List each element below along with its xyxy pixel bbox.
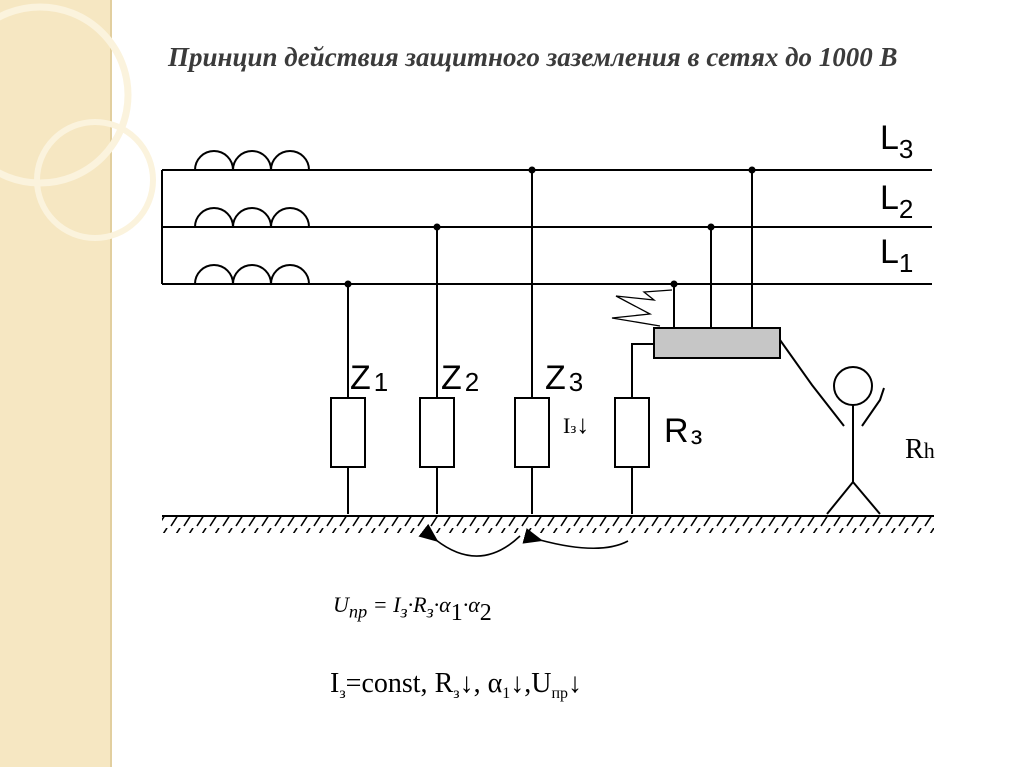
- winding-coil-l1: [194, 264, 310, 285]
- slide-title: Принцип действия защитного заземления в …: [168, 42, 898, 72]
- person-leg-left: [826, 481, 854, 515]
- person-arm-right: [861, 387, 885, 427]
- winding-coil-l3: [194, 150, 310, 171]
- z2-resistor: [419, 397, 455, 468]
- label-l3: L3: [880, 119, 913, 164]
- label-l1: L1: [880, 233, 913, 278]
- label-l2: L2: [880, 179, 913, 224]
- z1-junction-dot: [344, 280, 352, 288]
- z2-junction-dot: [433, 223, 441, 231]
- insulation-fault-spark: [611, 289, 673, 327]
- side-decoration-line: [110, 0, 112, 767]
- earthing-conductor: [631, 343, 654, 398]
- person-head: [833, 366, 873, 406]
- label-r-human: Rh: [905, 434, 935, 465]
- ground-current-arrow-short: [522, 528, 629, 550]
- z1-resistor: [330, 397, 366, 468]
- formula-touch-voltage: Uпр = Iз·Rз·α1·α2: [333, 592, 492, 626]
- enclosure-junction-l2: [707, 223, 715, 231]
- winding-coil-l2: [194, 207, 310, 228]
- z3-junction-dot: [528, 166, 536, 174]
- ground-current-arrow-long: [418, 523, 521, 557]
- enclosure-junction-l3: [748, 166, 756, 174]
- formula-conditions: Iз=const, Rз↓, α1↓,Uпр↓: [330, 668, 583, 702]
- person-leg-right: [852, 481, 881, 515]
- earth-hatching: [162, 516, 934, 533]
- z3-resistor: [514, 397, 550, 468]
- label-r-earthing: Rз: [664, 412, 702, 450]
- person-arm-left: [779, 339, 845, 427]
- decorative-rings: [0, 3, 156, 241]
- enclosure-junction-l1: [670, 280, 678, 288]
- earthing-resistor: [614, 397, 650, 468]
- equipment-enclosure: [653, 327, 781, 359]
- decor-ring-small: [34, 119, 156, 241]
- side-decoration-band: [0, 0, 110, 767]
- label-ground-current: Iз↓: [563, 410, 589, 439]
